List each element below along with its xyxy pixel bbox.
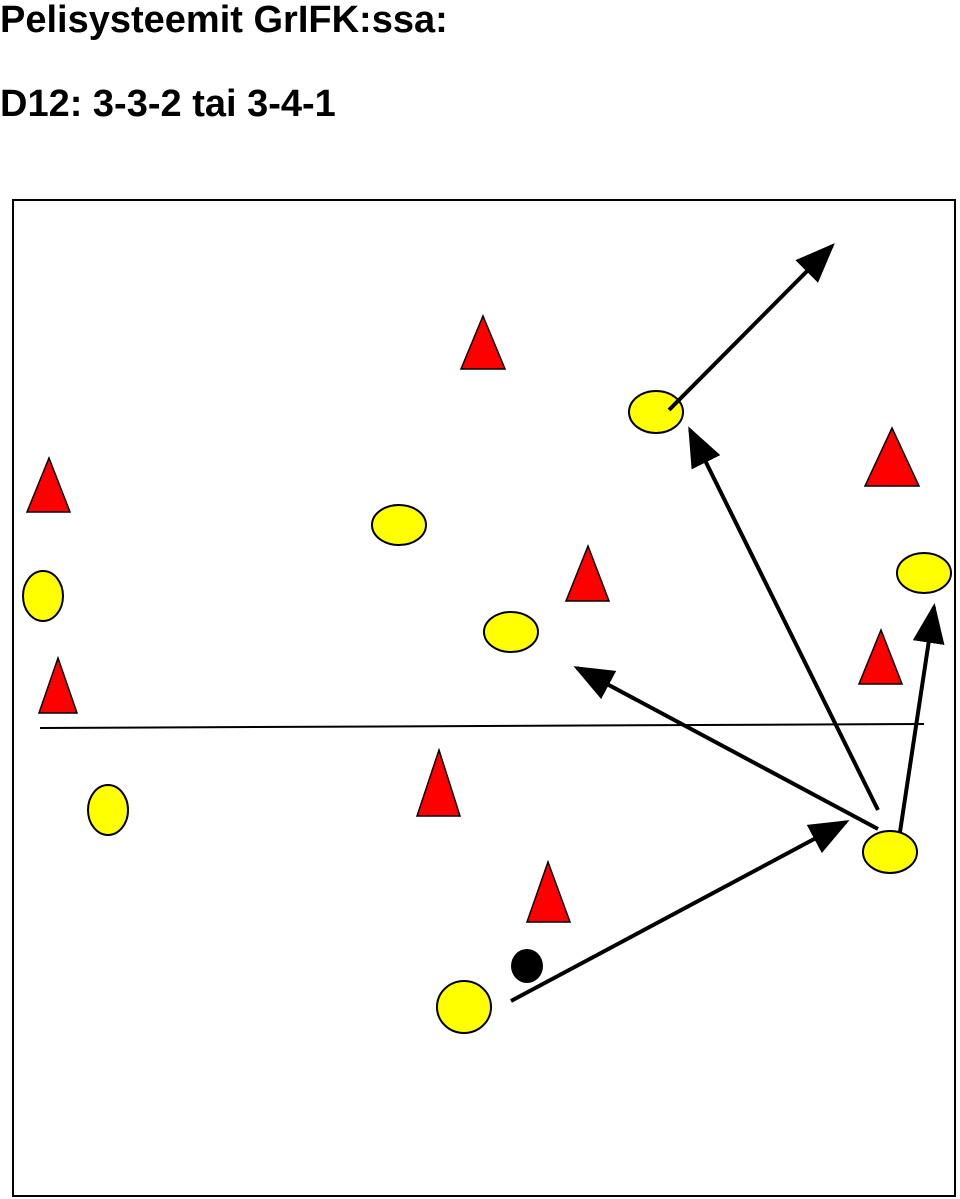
ball (511, 949, 543, 983)
own-player-marker (87, 784, 129, 836)
own-player-marker (22, 570, 64, 622)
run-arrow (667, 243, 835, 412)
own-player-marker (436, 980, 492, 1034)
opponent-marker (863, 426, 921, 487)
own-player-marker (483, 611, 539, 653)
opponent-marker (564, 543, 611, 602)
formation-subtitle: D12: 3-3-2 tai 3-4-1 (0, 83, 336, 125)
opponent-marker (857, 627, 904, 685)
own-player-marker (371, 504, 427, 546)
pass-arrow (898, 603, 945, 833)
opponent-marker (525, 859, 572, 923)
page-title: Pelisysteemit GrIFK:ssa: (0, 0, 448, 41)
opponent-marker (25, 455, 72, 513)
opponent-marker (415, 747, 462, 817)
own-player-marker (896, 552, 952, 594)
pass-arrow (510, 820, 850, 1003)
opponents (25, 314, 921, 923)
pass-arrow (688, 426, 880, 811)
opponent-marker (459, 314, 507, 370)
opponent-marker (37, 655, 79, 714)
own-players (22, 390, 952, 1034)
halfway-line (39, 723, 925, 729)
pass-arrows (510, 243, 945, 1003)
own-player-marker (628, 390, 684, 434)
pass-arrow (573, 666, 879, 831)
own-player-marker (862, 830, 918, 874)
